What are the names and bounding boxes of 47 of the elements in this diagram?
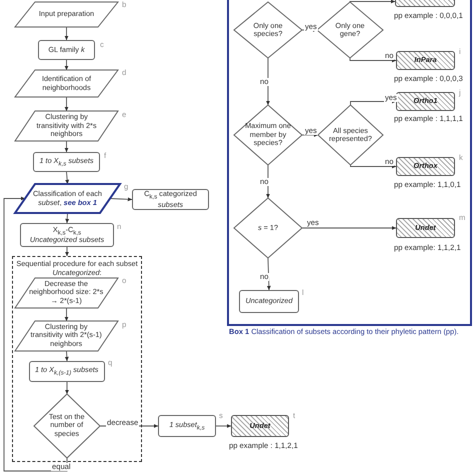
decision-diamond bbox=[234, 2, 302, 58]
arrow bbox=[4, 196, 68, 472]
arrow bbox=[266, 58, 270, 106]
decision-diamond bbox=[234, 105, 302, 165]
arrow bbox=[266, 164, 270, 198]
process-box bbox=[33, 152, 100, 172]
hatched-result-box bbox=[396, 157, 455, 176]
arrow bbox=[64, 96, 68, 112]
arrow bbox=[64, 60, 68, 70]
process-box bbox=[20, 223, 114, 247]
decision-diamond bbox=[234, 198, 302, 258]
io-parallelogram bbox=[15, 111, 118, 141]
io-parallelogram bbox=[15, 184, 120, 213]
io-parallelogram bbox=[14, 320, 118, 351]
arrow bbox=[65, 382, 69, 394]
dashed-group-box bbox=[12, 256, 142, 462]
io-parallelogram bbox=[15, 2, 118, 27]
arrow bbox=[65, 212, 70, 224]
io-parallelogram bbox=[14, 278, 118, 308]
arrow bbox=[350, 0, 396, 4]
process-box bbox=[28, 360, 105, 382]
hatched-result-box bbox=[396, 51, 455, 70]
arrow bbox=[266, 258, 271, 290]
hatched-result-box bbox=[396, 92, 455, 111]
process-box bbox=[38, 40, 95, 60]
decision-diamond bbox=[34, 394, 100, 458]
decision-diamond bbox=[317, 2, 383, 58]
arrow bbox=[302, 133, 318, 137]
hatched-result-box bbox=[231, 415, 289, 437]
arrow bbox=[110, 197, 132, 202]
arrow bbox=[64, 140, 68, 152]
arrow bbox=[302, 226, 396, 230]
arrow bbox=[216, 424, 232, 428]
hatched-result-box bbox=[396, 218, 455, 238]
arrow bbox=[64, 350, 69, 362]
arrow bbox=[350, 100, 396, 106]
decision-diamond bbox=[318, 105, 383, 165]
process-box bbox=[239, 290, 299, 313]
arrow bbox=[350, 58, 396, 62]
arrow bbox=[64, 308, 68, 322]
io-parallelogram bbox=[15, 70, 118, 97]
arrow bbox=[65, 172, 70, 184]
process-box bbox=[132, 189, 209, 210]
arrow bbox=[65, 246, 69, 256]
arrow bbox=[64, 26, 68, 40]
process-box bbox=[158, 415, 216, 437]
arrow bbox=[350, 164, 396, 168]
